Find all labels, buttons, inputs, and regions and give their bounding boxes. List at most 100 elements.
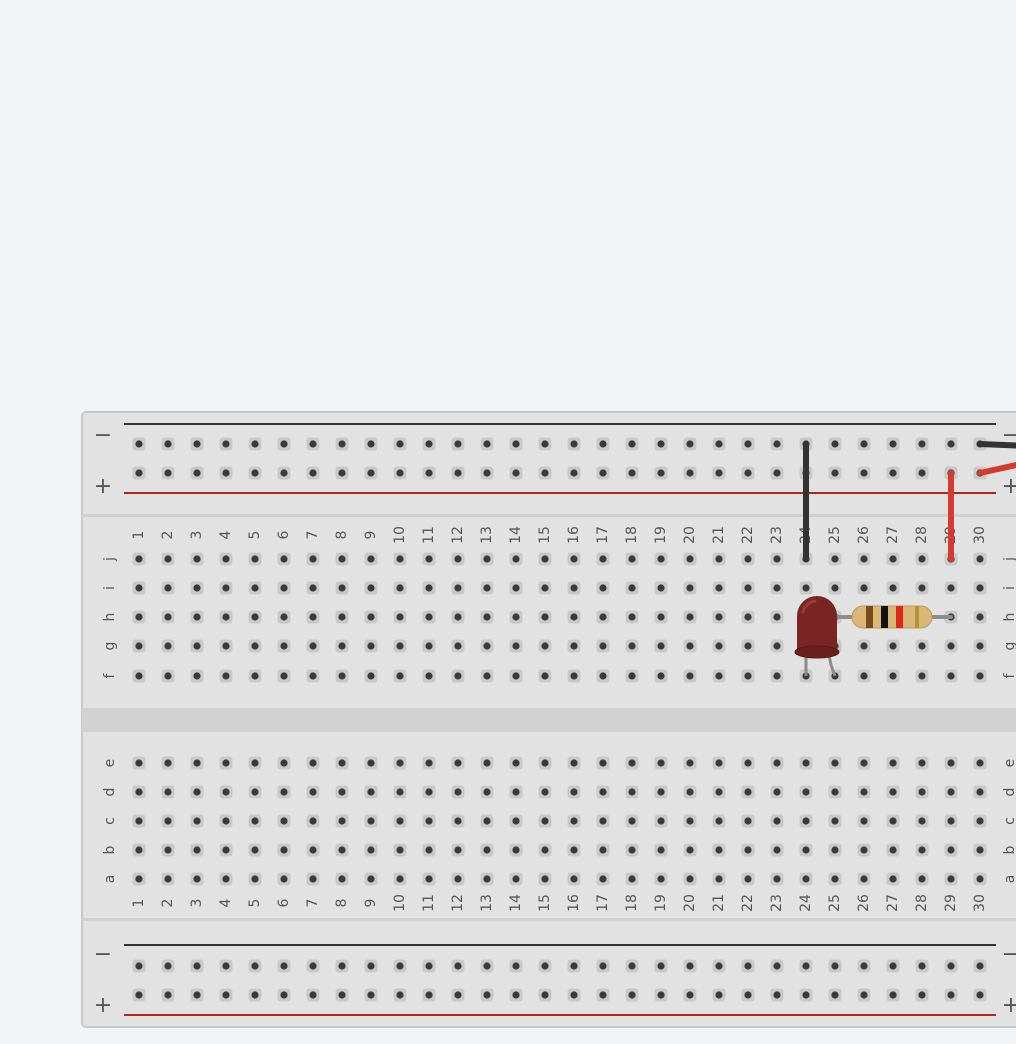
hole-bottom-rail-minus-29[interactable] (947, 962, 955, 970)
hole-b23[interactable] (773, 846, 781, 854)
hole-g13[interactable] (483, 642, 491, 650)
hole-g28[interactable] (918, 642, 926, 650)
hole-j21[interactable] (715, 555, 723, 563)
hole-f19[interactable] (657, 672, 665, 680)
hole-g11[interactable] (425, 642, 433, 650)
hole-c5[interactable] (251, 817, 259, 825)
hole-j8[interactable] (338, 555, 346, 563)
hole-f14[interactable] (512, 672, 520, 680)
hole-a30[interactable] (976, 875, 984, 883)
hole-j3[interactable] (193, 555, 201, 563)
hole-top-rail-plus-4[interactable] (222, 469, 230, 477)
hole-j25[interactable] (831, 555, 839, 563)
hole-top-rail-plus-12[interactable] (454, 469, 462, 477)
hole-bottom-rail-plus-29[interactable] (947, 991, 955, 999)
hole-g5[interactable] (251, 642, 259, 650)
hole-f23[interactable] (773, 672, 781, 680)
hole-f16[interactable] (570, 672, 578, 680)
hole-a21[interactable] (715, 875, 723, 883)
hole-d13[interactable] (483, 788, 491, 796)
hole-top-rail-minus-5[interactable] (251, 440, 259, 448)
hole-e2[interactable] (164, 759, 172, 767)
hole-a25[interactable] (831, 875, 839, 883)
hole-top-rail-minus-9[interactable] (367, 440, 375, 448)
hole-top-rail-minus-29[interactable] (947, 440, 955, 448)
hole-h4[interactable] (222, 613, 230, 621)
hole-a15[interactable] (541, 875, 549, 883)
hole-i7[interactable] (309, 584, 317, 592)
hole-b1[interactable] (135, 846, 143, 854)
hole-b10[interactable] (396, 846, 404, 854)
hole-f8[interactable] (338, 672, 346, 680)
hole-top-rail-minus-3[interactable] (193, 440, 201, 448)
hole-top-rail-plus-2[interactable] (164, 469, 172, 477)
hole-g7[interactable] (309, 642, 317, 650)
hole-top-rail-minus-21[interactable] (715, 440, 723, 448)
hole-bottom-rail-minus-15[interactable] (541, 962, 549, 970)
hole-e6[interactable] (280, 759, 288, 767)
hole-bottom-rail-minus-30[interactable] (976, 962, 984, 970)
hole-h9[interactable] (367, 613, 375, 621)
hole-c20[interactable] (686, 817, 694, 825)
hole-j1[interactable] (135, 555, 143, 563)
hole-e29[interactable] (947, 759, 955, 767)
hole-c28[interactable] (918, 817, 926, 825)
hole-g26[interactable] (860, 642, 868, 650)
hole-d3[interactable] (193, 788, 201, 796)
hole-c9[interactable] (367, 817, 375, 825)
hole-b25[interactable] (831, 846, 839, 854)
hole-bottom-rail-plus-25[interactable] (831, 991, 839, 999)
hole-i16[interactable] (570, 584, 578, 592)
hole-a22[interactable] (744, 875, 752, 883)
hole-b29[interactable] (947, 846, 955, 854)
hole-c3[interactable] (193, 817, 201, 825)
hole-g2[interactable] (164, 642, 172, 650)
hole-bottom-rail-minus-9[interactable] (367, 962, 375, 970)
hole-c21[interactable] (715, 817, 723, 825)
hole-top-rail-plus-9[interactable] (367, 469, 375, 477)
hole-g12[interactable] (454, 642, 462, 650)
hole-g6[interactable] (280, 642, 288, 650)
hole-e28[interactable] (918, 759, 926, 767)
hole-j14[interactable] (512, 555, 520, 563)
hole-top-rail-minus-15[interactable] (541, 440, 549, 448)
hole-bottom-rail-minus-14[interactable] (512, 962, 520, 970)
hole-i23[interactable] (773, 584, 781, 592)
hole-i21[interactable] (715, 584, 723, 592)
hole-a28[interactable] (918, 875, 926, 883)
hole-a24[interactable] (802, 875, 810, 883)
hole-i9[interactable] (367, 584, 375, 592)
hole-bottom-rail-plus-28[interactable] (918, 991, 926, 999)
hole-d14[interactable] (512, 788, 520, 796)
hole-top-rail-minus-16[interactable] (570, 440, 578, 448)
hole-bottom-rail-plus-1[interactable] (135, 991, 143, 999)
hole-i14[interactable] (512, 584, 520, 592)
hole-j18[interactable] (628, 555, 636, 563)
hole-i25[interactable] (831, 584, 839, 592)
hole-top-rail-minus-11[interactable] (425, 440, 433, 448)
hole-h2[interactable] (164, 613, 172, 621)
hole-top-rail-minus-22[interactable] (744, 440, 752, 448)
hole-d18[interactable] (628, 788, 636, 796)
hole-top-rail-minus-17[interactable] (599, 440, 607, 448)
hole-e1[interactable] (135, 759, 143, 767)
hole-g27[interactable] (889, 642, 897, 650)
hole-d19[interactable] (657, 788, 665, 796)
hole-g9[interactable] (367, 642, 375, 650)
hole-j20[interactable] (686, 555, 694, 563)
hole-b28[interactable] (918, 846, 926, 854)
hole-b24[interactable] (802, 846, 810, 854)
hole-top-rail-minus-23[interactable] (773, 440, 781, 448)
hole-h1[interactable] (135, 613, 143, 621)
hole-bottom-rail-minus-3[interactable] (193, 962, 201, 970)
hole-b6[interactable] (280, 846, 288, 854)
hole-bottom-rail-minus-21[interactable] (715, 962, 723, 970)
hole-d4[interactable] (222, 788, 230, 796)
hole-bottom-rail-plus-13[interactable] (483, 991, 491, 999)
hole-bottom-rail-plus-23[interactable] (773, 991, 781, 999)
hole-h23[interactable] (773, 613, 781, 621)
hole-g16[interactable] (570, 642, 578, 650)
hole-j22[interactable] (744, 555, 752, 563)
hole-a5[interactable] (251, 875, 259, 883)
hole-i5[interactable] (251, 584, 259, 592)
